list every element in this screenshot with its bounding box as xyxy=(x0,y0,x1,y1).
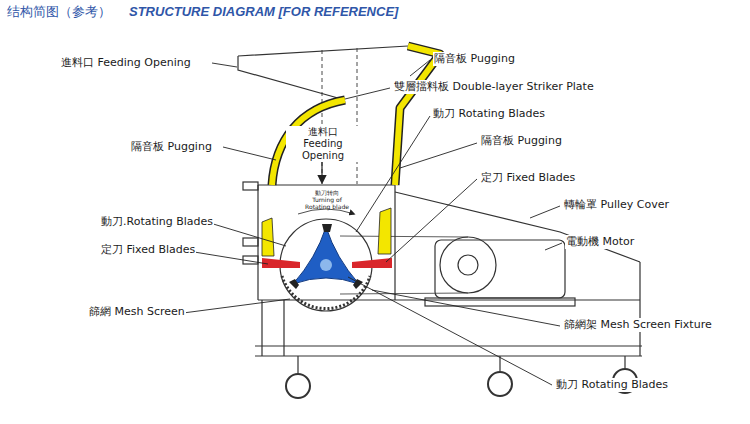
leader-line xyxy=(223,147,276,160)
diagram-title: STRUCTURE DIAGRAM [FOR REFERENCE] xyxy=(128,4,399,20)
wheel-fork xyxy=(298,356,625,373)
leader-line xyxy=(348,277,552,385)
leader-line xyxy=(410,60,430,76)
leader-line xyxy=(386,179,477,262)
leader-line xyxy=(345,88,390,99)
part-label: 篩網架 Mesh Screen Fixture xyxy=(563,318,713,332)
part-label: 轉輪罩 Pulley Cover xyxy=(563,198,670,212)
part-label: 定刀 Fixed Blades xyxy=(100,243,196,257)
part-label: 隔音板 Pugging xyxy=(130,140,213,154)
motor-pulley xyxy=(440,237,496,293)
part-label: 定刀 Fixed Blades xyxy=(480,171,576,185)
motor-hub xyxy=(458,255,478,275)
leader-line xyxy=(400,143,477,168)
part-label: 進料口 Feeding Opening xyxy=(60,56,192,70)
part-label: 進料口 Feeding Opening xyxy=(286,126,360,162)
direction-note: Turning of Rotating blade xyxy=(299,196,355,210)
leader-line xyxy=(356,116,430,232)
feed-arrow xyxy=(321,160,322,182)
part-label: 隔音板 Pugging xyxy=(433,52,516,66)
rotor-hub xyxy=(320,259,332,271)
leader-line xyxy=(210,223,286,246)
leader-line xyxy=(530,206,560,218)
handle xyxy=(243,238,258,246)
striker-plate xyxy=(378,208,391,254)
part-label: 電動機 Motor xyxy=(565,235,635,249)
leader-line xyxy=(212,63,237,67)
wheel xyxy=(286,374,310,398)
part-label: 篩網 Mesh Screen xyxy=(88,305,186,319)
part-label: 動刀 Rotating Blades xyxy=(432,107,546,121)
leader-line xyxy=(188,251,268,264)
leader-line xyxy=(183,299,290,313)
part-label: 雙層擋料板 Double-layer Striker Plate xyxy=(393,80,595,94)
direction-note: 動刀转向 xyxy=(303,189,351,196)
striker-plate xyxy=(262,218,274,256)
diagram-title: 结构简图（参考） xyxy=(6,4,112,20)
part-label: 動刀.Rotating Blades xyxy=(100,215,214,229)
rotor xyxy=(293,227,359,284)
feed-opening-outline xyxy=(322,48,357,184)
leader-line xyxy=(545,243,562,250)
part-label: 隔音板 Pugging xyxy=(480,134,563,148)
wheel xyxy=(488,372,512,396)
part-label: 動刀 Rotating Blades xyxy=(555,378,669,392)
feed-hopper xyxy=(238,46,408,100)
handle xyxy=(243,182,258,190)
leader-line xyxy=(372,290,560,326)
